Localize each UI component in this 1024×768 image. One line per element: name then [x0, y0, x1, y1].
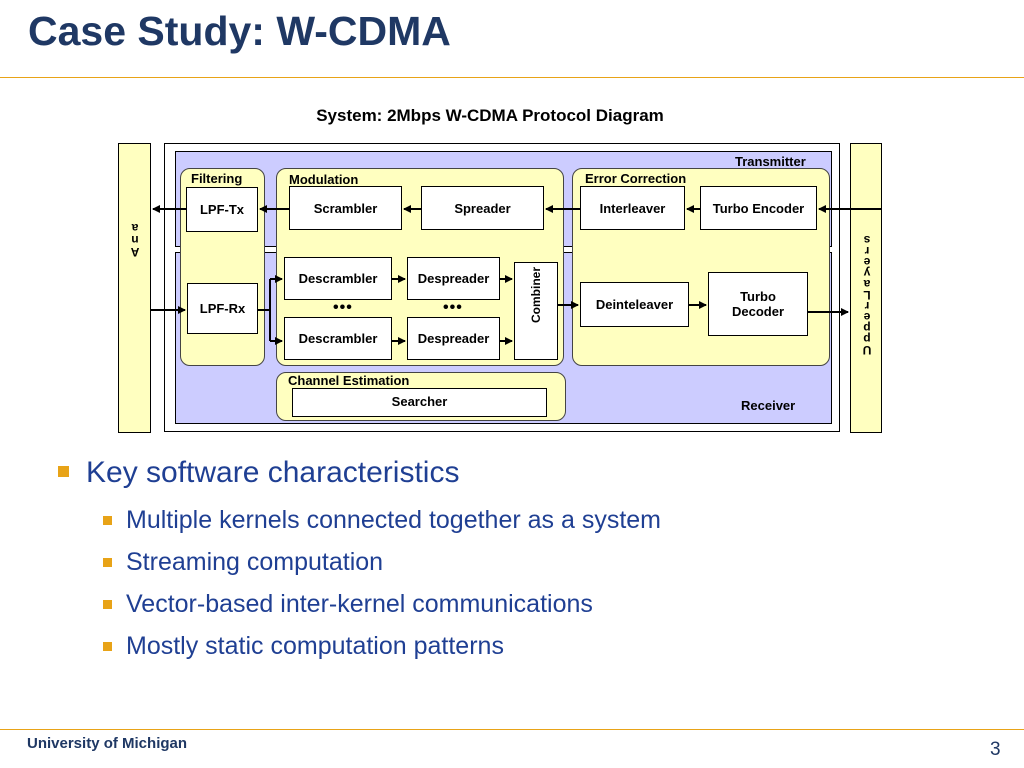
deinteleaver-label: Deinteleaver	[595, 297, 674, 312]
bullet-marker-1	[103, 516, 112, 525]
turbo-decoder-label: Turbo Decoder	[731, 289, 785, 319]
footer-divider	[0, 729, 1024, 730]
system-frame	[164, 143, 840, 432]
error-correction-label: Error Correction	[585, 171, 687, 186]
turbo-encoder-block: Turbo Encoder	[700, 186, 817, 230]
ellipsis-descrambler: •••	[333, 299, 353, 316]
error-correction-group	[572, 168, 830, 366]
lpf-rx-label: LPF-Rx	[199, 301, 246, 316]
combiner-label: Combiner	[528, 267, 543, 324]
antenna-bar	[118, 143, 151, 433]
interleaver-block: Interleaver	[580, 186, 685, 230]
bullet-item-4: Mostly static computation patterns	[126, 632, 504, 660]
filtering-group	[180, 168, 265, 366]
despreader-label-1: Despreader	[417, 271, 490, 286]
scrambler-block: Scrambler	[289, 186, 402, 230]
bullet-item-3: Vector-based inter-kernel communications	[126, 590, 593, 618]
bullet-marker-main	[58, 466, 69, 477]
turbo-encoder-label: Turbo Encoder	[712, 200, 805, 216]
upper-layers-label: U p p e r L a y e r s	[858, 233, 876, 357]
title-divider	[0, 77, 1024, 78]
antenna-label-text: A n a	[130, 221, 140, 259]
footer-university: University of Michigan	[27, 735, 188, 752]
lpf-tx-block: LPF-Tx	[186, 187, 258, 232]
descrambler-block-1: Descrambler	[284, 257, 392, 300]
deinteleaver-block: Deinteleaver	[580, 282, 689, 327]
receiver-label: Receiver	[741, 398, 796, 413]
upper-layers-bar	[850, 143, 882, 433]
slide-title: Case Study: W-CDMA	[28, 8, 451, 54]
ellipsis-despreader: •••	[443, 299, 463, 316]
bullet-item-1: Multiple kernels connected together as a…	[126, 506, 661, 534]
despreader-label-2: Despreader	[417, 331, 490, 346]
bullet-marker-2	[103, 558, 112, 567]
bullet-marker-3	[103, 600, 112, 609]
bullet-item-2: Streaming computation	[126, 548, 384, 576]
descrambler-label-1: Descrambler	[298, 271, 378, 286]
channel-estimation-label: Channel Estimation	[288, 373, 410, 388]
upper-layers-label-text: U p p e r L a y e r s	[862, 233, 872, 357]
despreader-block-2: Despreader	[407, 317, 500, 360]
modulation-label: Modulation	[289, 172, 359, 187]
lpf-rx-block: LPF-Rx	[187, 283, 258, 334]
spreader-block: Spreader	[421, 186, 544, 230]
turbo-decoder-block: Turbo Decoder	[708, 272, 808, 336]
descrambler-label-2: Descrambler	[298, 331, 378, 346]
filtering-label: Filtering	[191, 171, 243, 186]
diagram-title: System: 2Mbps W-CDMA Protocol Diagram	[316, 106, 664, 125]
transmitter-area	[175, 151, 832, 247]
receiver-area	[175, 252, 832, 424]
descrambler-block-2: Descrambler	[284, 317, 392, 360]
searcher-block: Searcher	[292, 388, 547, 417]
interleaver-label: Interleaver	[599, 200, 666, 216]
searcher-label: Searcher	[391, 394, 448, 409]
bullet-marker-4	[103, 642, 112, 651]
bullet-main: Key software characteristics	[86, 456, 460, 489]
modulation-group	[276, 168, 564, 366]
transmitter-label: Transmitter	[735, 154, 806, 169]
channel-estimation-group	[276, 372, 566, 421]
page-number: 3	[990, 739, 1001, 760]
scrambler-label: Scrambler	[313, 200, 378, 216]
spreader-label: Spreader	[454, 200, 511, 216]
combiner-block: Combiner	[514, 262, 558, 360]
lpf-tx-label: LPF-Tx	[199, 202, 245, 217]
antenna-label: A n a	[126, 221, 144, 259]
despreader-block-1: Despreader	[407, 257, 500, 300]
